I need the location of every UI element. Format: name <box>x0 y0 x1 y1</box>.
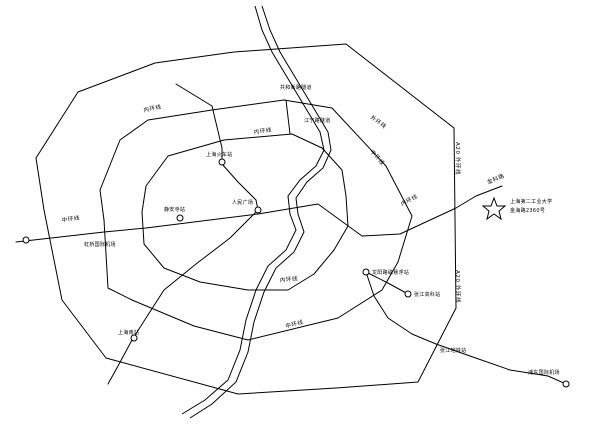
huangpu-river <box>181 5 332 419</box>
middle-ring-road <box>99 99 413 341</box>
station-jingan: 静安寺站 <box>164 206 185 222</box>
label-people-square: 人民广场 <box>232 199 253 206</box>
north-south-elevated <box>107 83 259 385</box>
airport-express <box>365 271 567 385</box>
label-middle-ring-south: 中环线 <box>285 318 305 330</box>
destination-address: 金海路2360号 <box>510 207 545 214</box>
label-inner-ring-north: 内环线 <box>143 102 163 114</box>
shanghai-station-marker <box>218 158 226 166</box>
label-jiangning: 江宁路隧道 <box>304 117 331 124</box>
outer-ring-road <box>35 43 457 395</box>
label-inner-ring-north-2: 内环线 <box>253 126 272 136</box>
label-jingan: 静安寺站 <box>164 206 185 213</box>
inner-ring-road <box>141 133 349 291</box>
longyang-zhangjiang-link <box>365 271 409 295</box>
label-shanghai-south: 上海南站 <box>118 329 139 336</box>
destination: 上海第二工业大学 金海路2360号 <box>481 196 552 221</box>
destination-name: 上海第二工业大学 <box>510 198 552 205</box>
station-pudong-airport: 浦东国际机场 <box>528 369 570 388</box>
station-zhangjiang: 张江高科站 <box>404 290 441 298</box>
station-people-square: 人民广场 <box>232 199 262 214</box>
label-outer-ring-west: 中环线 <box>61 214 80 224</box>
station-shanghai-station: 上海火车站 <box>206 151 233 166</box>
label-longyang: 龙阳路磁悬浮站 <box>372 269 409 276</box>
label-expressway-a20-se: A20 外环线 <box>454 270 462 303</box>
label-hongqiao-airport: 虹桥国际机场 <box>84 241 116 248</box>
station-longyang: 龙阳路磁悬浮站 <box>362 268 409 276</box>
shanghai-south-marker <box>130 334 138 342</box>
label-inner-ring-east: 内环线 <box>399 192 419 208</box>
people-square-marker <box>254 206 262 214</box>
zhangjiang-marker <box>404 290 412 298</box>
label-expressway-a20-east: A20 外环线 <box>454 142 462 175</box>
label-outer-ring-north: 外环线 <box>369 113 389 130</box>
label-gonghe: 共和新路隧道 <box>280 84 312 91</box>
label-pudong-metro: 张江地铁站 <box>440 347 467 354</box>
north-connector <box>285 99 291 135</box>
station-shanghai-south: 上海南站 <box>118 329 139 342</box>
station-gonghe: 共和新路隧道 <box>280 84 312 91</box>
station-jiangning: 江宁路隧道 <box>304 117 331 124</box>
station-pudong-metro: 张江地铁站 <box>440 347 467 354</box>
label-shanghai-station: 上海火车站 <box>206 151 233 158</box>
star-icon <box>481 196 507 221</box>
label-inner-ring-south: 内环线 <box>279 274 298 284</box>
hongqiao-marker <box>22 236 30 244</box>
label-jinke-road: 金科路 <box>486 172 506 186</box>
label-zhangjiang: 张江高科站 <box>414 291 441 298</box>
station-hongqiao: 虹桥国际机场 <box>22 236 116 248</box>
pudong-airport-marker <box>562 380 570 388</box>
yanan-expressway <box>15 185 503 243</box>
label-pudong-airport: 浦东国际机场 <box>528 369 560 376</box>
longyang-marker <box>362 268 370 276</box>
jingan-marker <box>176 214 184 222</box>
